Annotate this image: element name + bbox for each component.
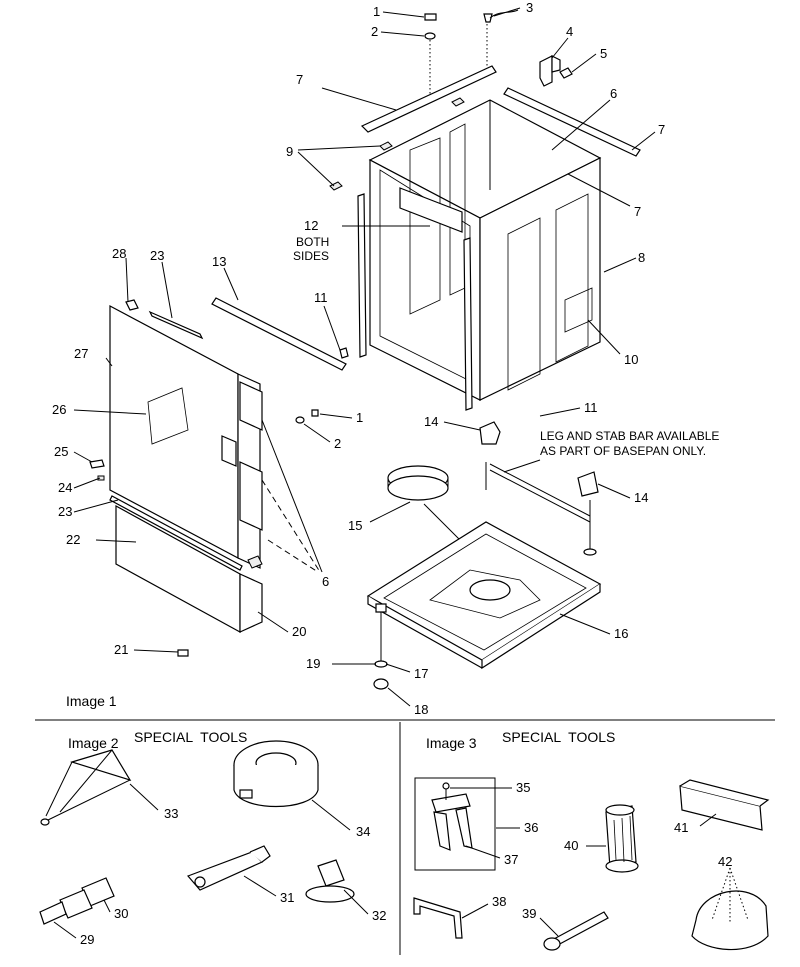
cabinet-bracket (539, 55, 573, 87)
callout-labels: 1 2 3 4 5 7 6 7 9 7 12 BOTH SIDES 8 28 2… (52, 0, 732, 947)
callout-11: 11 (584, 400, 598, 415)
callout-1: 1 (356, 410, 363, 425)
callout-21: 21 (114, 642, 128, 657)
callout-14: 14 (424, 414, 438, 429)
leveling-bracket (479, 421, 501, 445)
callout-36: 36 (524, 820, 538, 835)
callout-7: 7 (296, 72, 303, 87)
top-strip-right (503, 87, 641, 157)
base-pan (366, 521, 602, 670)
callout-27: 27 (74, 346, 88, 361)
callout-4: 4 (566, 24, 573, 39)
callout-28: 28 (112, 246, 126, 261)
callout-19: 19 (306, 656, 320, 671)
image-3-label: Image 3 (426, 735, 477, 751)
note-both: BOTH (296, 235, 329, 249)
callout-7: 7 (658, 122, 665, 137)
note-leg-line2: AS PART OF BASEPAN ONLY. (540, 444, 706, 458)
callout-8: 8 (638, 250, 645, 265)
callout-10: 10 (624, 352, 638, 367)
callout-14: 14 (634, 490, 648, 505)
callout-35: 35 (516, 780, 530, 795)
callout-15: 15 (348, 518, 362, 533)
callout-11: 11 (314, 290, 328, 305)
cabinet-frame (357, 99, 602, 411)
callout-29: 29 (80, 932, 94, 947)
callout-30: 30 (114, 906, 128, 921)
callout-5: 5 (600, 46, 607, 61)
callout-26: 26 (52, 402, 66, 417)
top-strip-left (360, 65, 497, 133)
callout-31: 31 (280, 890, 294, 905)
callout-39: 39 (522, 906, 536, 921)
callout-2: 2 (334, 436, 341, 451)
note-leg-line1: LEG AND STAB BAR AVAILABLE (540, 429, 719, 443)
top-screw (424, 9, 519, 95)
callout-42: 42 (718, 854, 732, 869)
callout-2: 2 (371, 24, 378, 39)
callout-20: 20 (292, 624, 306, 639)
note-sides: SIDES (293, 249, 329, 263)
callout-12: 12 (304, 218, 318, 233)
callout-37: 37 (504, 852, 518, 867)
callout-9: 9 (286, 144, 293, 159)
callout-16: 16 (614, 626, 628, 641)
callout-34: 34 (356, 824, 370, 839)
callout-1: 1 (373, 4, 380, 19)
image-2-label: Image 2 (68, 735, 119, 751)
callout-17: 17 (414, 666, 428, 681)
top-trim (148, 310, 204, 340)
callout-13: 13 (212, 254, 226, 269)
callout-23: 23 (58, 504, 72, 519)
cabinet-assembly (73, 7, 656, 707)
callout-24: 24 (58, 480, 72, 495)
callout-22: 22 (66, 532, 80, 547)
front-bar (211, 297, 347, 371)
special-tools-image-2 (39, 740, 369, 939)
image-1-label: Image 1 (66, 693, 117, 709)
callout-41: 41 (674, 820, 688, 835)
lower-kick-panel (115, 504, 263, 634)
callout-32: 32 (372, 908, 386, 923)
callout-3: 3 (526, 0, 533, 15)
special-tools-image-3 (413, 777, 770, 951)
special-tools-heading-2: SPECIAL TOOLS (134, 729, 247, 745)
callout-38: 38 (492, 894, 506, 909)
callout-40: 40 (564, 838, 578, 853)
special-tools-heading-3: SPECIAL TOOLS (502, 729, 615, 745)
callout-6: 6 (610, 86, 617, 101)
callout-33: 33 (164, 806, 178, 821)
leg-stab-bar (485, 462, 599, 556)
callout-23: 23 (150, 248, 164, 263)
callout-7: 7 (634, 204, 641, 219)
callout-18: 18 (414, 702, 428, 717)
front-door-panel (109, 299, 263, 569)
callout-25: 25 (54, 444, 68, 459)
callout-6: 6 (322, 574, 329, 589)
drive-ring (387, 465, 449, 501)
